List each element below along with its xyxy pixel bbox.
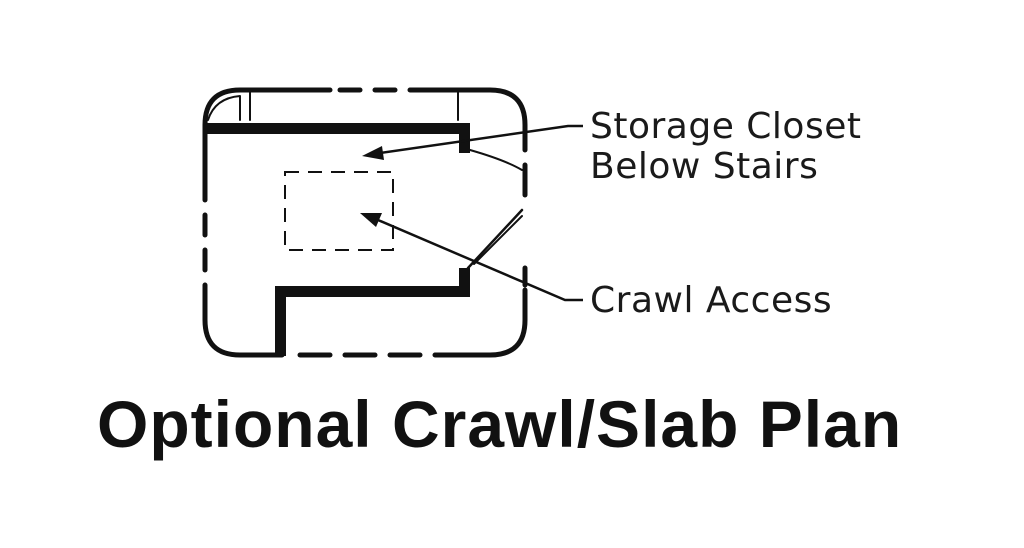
door-leaf-inner xyxy=(473,215,523,265)
crawl-access-label: Crawl Access xyxy=(590,280,832,321)
plan-title: Optional Crawl/Slab Plan xyxy=(97,387,902,461)
leader-arrows xyxy=(360,146,384,227)
outer-wall-top-right xyxy=(407,87,528,153)
leader-lines xyxy=(377,124,583,302)
door-leaf xyxy=(466,208,524,270)
stair-wall xyxy=(205,123,470,134)
stair-corner-arc xyxy=(207,95,241,121)
outer-wall-bottom-right xyxy=(432,287,528,358)
crawl-leader xyxy=(377,218,583,302)
stair-wall-jog xyxy=(459,123,470,153)
closet-wall-vertical xyxy=(275,286,286,356)
closet-wall-jog xyxy=(459,268,470,297)
storage-closet-label-line2: Below Stairs xyxy=(590,146,818,187)
outer-wall-left-bottom xyxy=(202,282,285,358)
storage-closet-label-line1: Storage Closet xyxy=(590,106,861,147)
storage-leader xyxy=(379,124,583,155)
crawl-access-opening xyxy=(284,171,394,251)
storage-arrowhead xyxy=(362,146,384,160)
door-swing-upper xyxy=(469,149,523,171)
crawl-arrowhead xyxy=(360,213,382,227)
heavy-walls xyxy=(205,123,470,356)
closet-wall-horizontal xyxy=(275,286,470,297)
